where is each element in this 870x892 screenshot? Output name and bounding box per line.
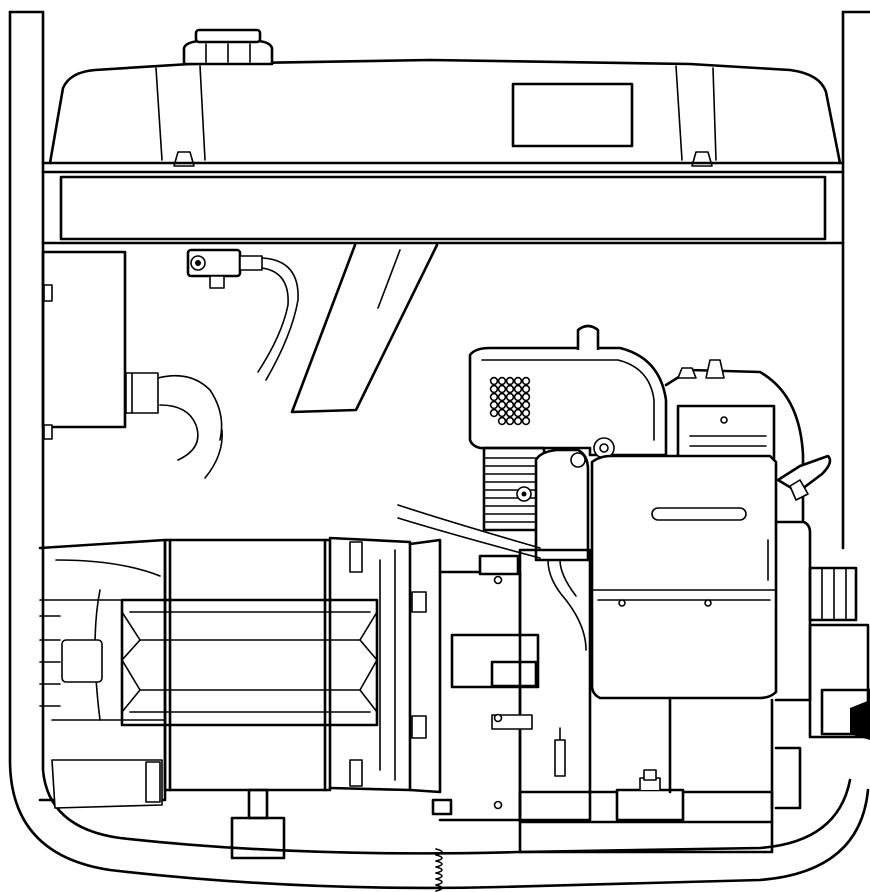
upper-frame-rail xyxy=(41,161,845,245)
control-box xyxy=(41,250,159,440)
rubber-mount xyxy=(230,788,453,860)
fuel-valve xyxy=(186,248,263,289)
engine-body xyxy=(590,359,832,700)
muffler xyxy=(774,520,870,740)
crankcase xyxy=(438,548,592,822)
tube-frame xyxy=(8,10,870,890)
fan-housing xyxy=(328,536,442,794)
support-spring xyxy=(435,848,443,892)
wiring-harness xyxy=(157,374,223,479)
fuel-hose xyxy=(257,257,299,381)
frame-brace xyxy=(290,243,439,414)
intake-elbow xyxy=(516,448,590,651)
engine-base xyxy=(518,696,802,854)
alternator-end-cover xyxy=(38,538,167,809)
air-cleaner-vent-holes xyxy=(489,376,531,426)
fuel-tank xyxy=(48,28,842,167)
stator-housing xyxy=(120,538,379,792)
fuel-cap xyxy=(182,28,274,66)
air-cleaner-cover xyxy=(468,324,668,459)
